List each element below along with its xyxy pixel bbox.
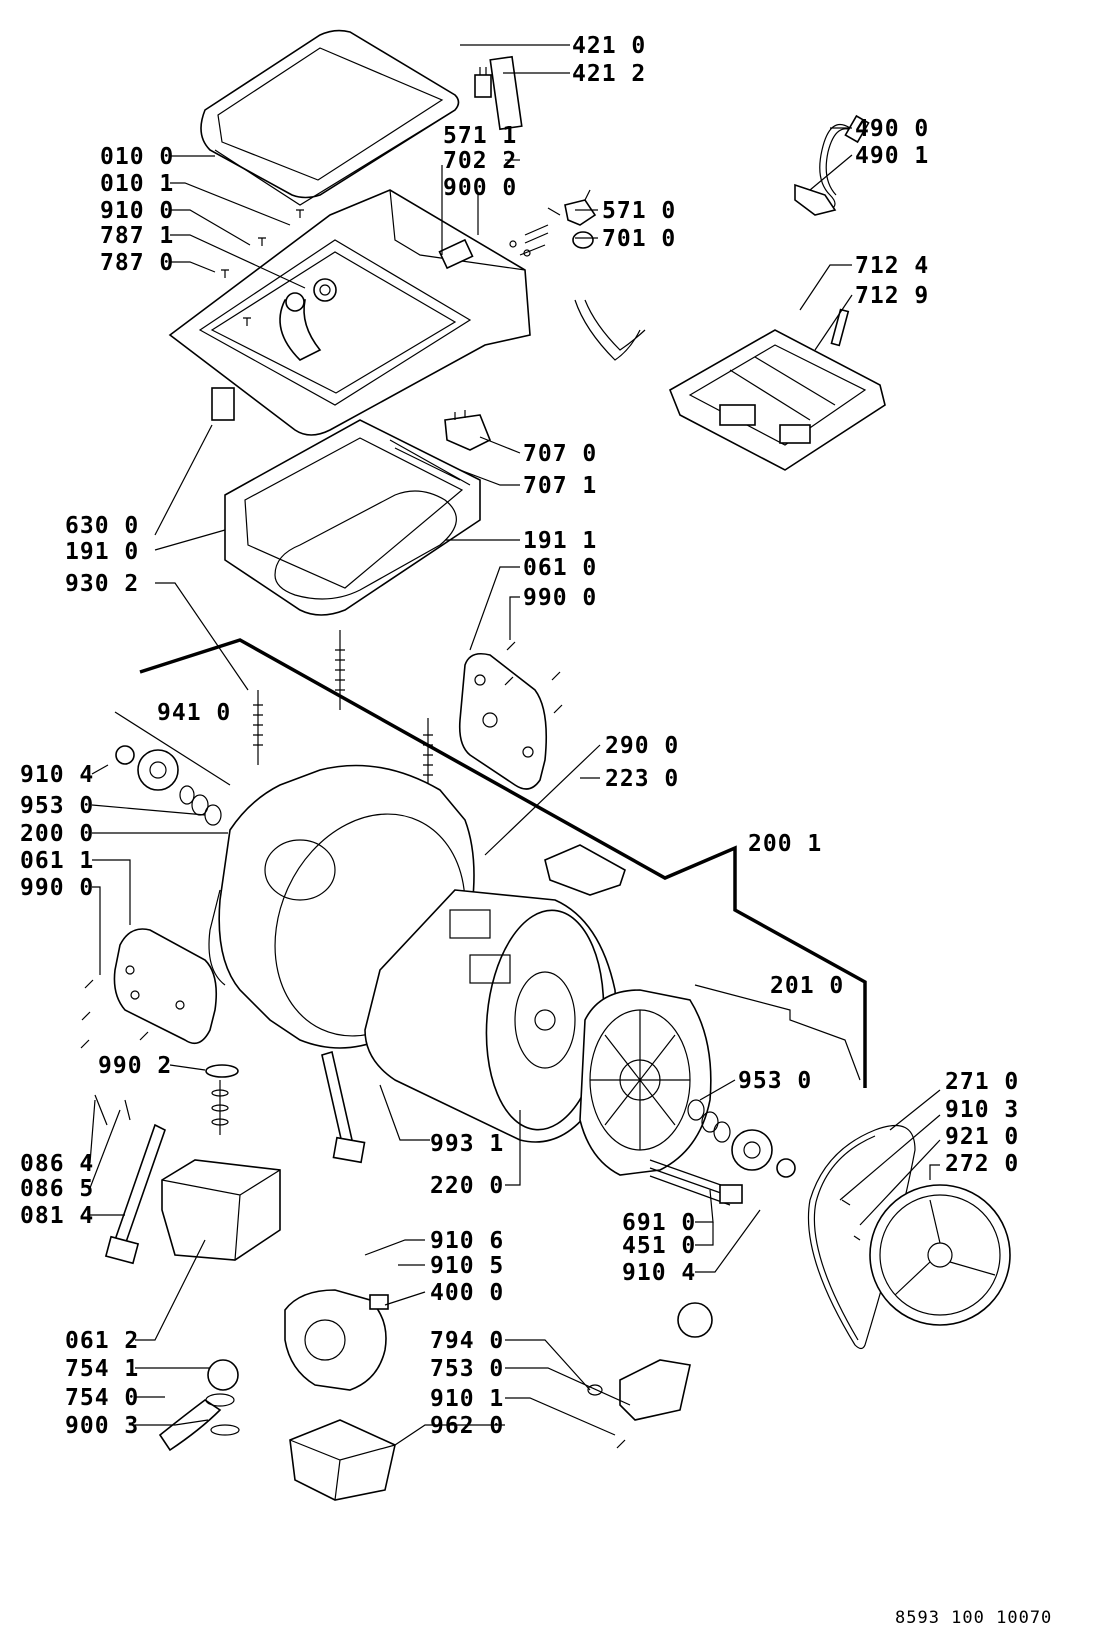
rear-panel-0610: [458, 652, 548, 790]
callout-2230: 223 0: [605, 766, 679, 792]
callout-7940: 794 0: [430, 1328, 504, 1354]
pressure-switch: [587, 1302, 713, 1449]
callout-0610: 061 0: [523, 555, 597, 581]
bearing-parts: [115, 745, 796, 1178]
mains-cable: [794, 114, 870, 216]
callout-7540: 754 0: [65, 1385, 139, 1411]
detergent-dispenser: [668, 308, 886, 471]
belt-and-pulley: [807, 1124, 1011, 1350]
callout-0865: 086 5: [20, 1176, 94, 1202]
callout-7530: 753 0: [430, 1356, 504, 1382]
callout-0612: 061 2: [65, 1328, 139, 1354]
callout-0100: 010 0: [100, 144, 174, 170]
callout-6300: 630 0: [65, 513, 139, 539]
tub-top-ring: [224, 419, 481, 616]
callout-9105: 910 5: [430, 1253, 504, 1279]
callout-4212: 421 2: [572, 61, 646, 87]
tub-back-half: [579, 989, 712, 1176]
callout-9101: 910 1: [430, 1386, 504, 1412]
callout-0864: 086 4: [20, 1151, 94, 1177]
motor-cap-707: [444, 410, 492, 451]
callout-7870: 787 0: [100, 250, 174, 276]
callout-4900: 490 0: [855, 116, 929, 142]
callout-0101: 010 1: [100, 171, 174, 197]
callout-7129: 712 9: [855, 283, 929, 309]
callout-labels: 421 0 421 2 010 0 010 1 910 0 787 1 787 …: [20, 33, 1019, 1439]
callout-9106: 910 6: [430, 1228, 504, 1254]
callout-7071: 707 1: [523, 473, 597, 499]
drain-pump: [284, 1289, 389, 1391]
inner-drum: [364, 889, 617, 1143]
callout-9210: 921 0: [945, 1124, 1019, 1150]
callout-2001: 200 1: [748, 831, 822, 857]
bracket-4212: [474, 55, 523, 131]
callout-1910: 191 0: [65, 539, 139, 565]
bracket-2230: [544, 844, 626, 896]
callout-9302: 930 2: [65, 571, 139, 597]
callout-9100: 910 0: [100, 198, 174, 224]
callout-2000: 200 0: [20, 821, 94, 847]
side-panel-0611: [113, 928, 218, 1045]
callout-2710: 271 0: [945, 1069, 1019, 1095]
counterweight-0612: [161, 1159, 281, 1261]
callout-4210: 421 0: [572, 33, 646, 59]
callout-2200: 220 0: [430, 1173, 504, 1199]
heater: [649, 1159, 743, 1206]
callout-7010: 701 0: [602, 226, 676, 252]
document-number: 8593 100 10070: [895, 1608, 1052, 1628]
callout-5711: 571 1: [443, 123, 517, 149]
callout-0814: 081 4: [20, 1203, 94, 1229]
callout-9620: 962 0: [430, 1413, 504, 1439]
callout-9530-b: 953 0: [738, 1068, 812, 1094]
callout-2010: 201 0: [770, 973, 844, 999]
callout-9103: 910 3: [945, 1097, 1019, 1123]
callout-4510: 451 0: [622, 1233, 696, 1259]
callout-9900-b: 990 0: [20, 875, 94, 901]
packing-box: [289, 1419, 396, 1501]
leader-lines: [89, 44, 941, 1446]
frame-screws: [221, 209, 304, 326]
callout-6910: 691 0: [622, 1210, 696, 1236]
assembly-boundary-line: [139, 638, 867, 1088]
component-6300: [211, 387, 235, 421]
callout-7022: 702 2: [443, 148, 517, 174]
callout-2720: 272 0: [945, 1151, 1019, 1177]
inlet-valve: [509, 189, 646, 361]
callout-7124: 712 4: [855, 253, 929, 279]
callout-9530-a: 953 0: [20, 793, 94, 819]
inlet-bellow: [279, 278, 337, 361]
callout-9900: 990 0: [523, 585, 597, 611]
callout-9410: 941 0: [157, 700, 231, 726]
callout-9902: 990 2: [98, 1053, 172, 1079]
washer-stack: [205, 1064, 239, 1135]
callout-7871: 787 1: [100, 223, 174, 249]
drain-hose-parts: [158, 1359, 240, 1452]
callout-9104-a: 910 4: [20, 762, 94, 788]
lid-cover: [200, 29, 460, 206]
callout-5710: 571 0: [602, 198, 676, 224]
callout-4901: 490 1: [855, 143, 929, 169]
callout-7070: 707 0: [523, 441, 597, 467]
screws-990: [80, 641, 563, 1049]
callout-9931: 993 1: [430, 1131, 504, 1157]
callout-9000: 900 0: [443, 175, 517, 201]
callout-9104-b: 910 4: [622, 1260, 696, 1286]
callout-9003: 900 3: [65, 1413, 139, 1439]
callout-2900: 290 0: [605, 733, 679, 759]
shock-absorbers: [94, 1050, 366, 1265]
callout-0611: 061 1: [20, 848, 94, 874]
callout-4000: 400 0: [430, 1280, 504, 1306]
callout-7541: 754 1: [65, 1356, 139, 1382]
callout-1911: 191 1: [523, 528, 597, 554]
top-frame: [168, 189, 531, 436]
